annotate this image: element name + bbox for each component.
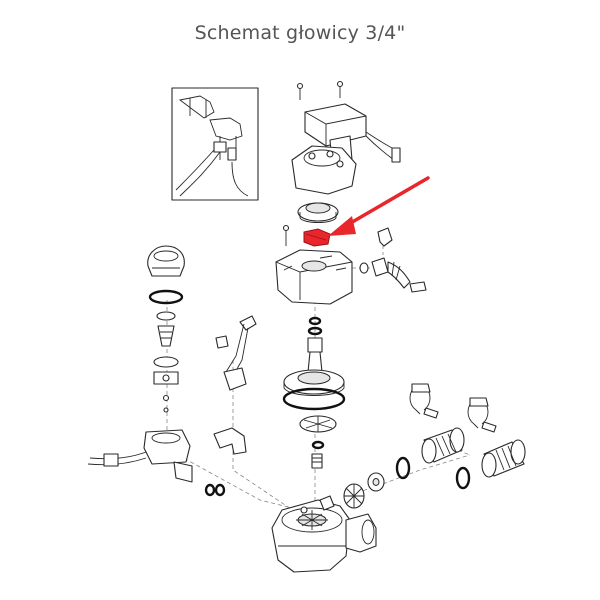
injector-body [143, 429, 193, 483]
highlighted-part [303, 228, 331, 247]
spacer-disk [299, 415, 337, 433]
small-o-ring [308, 316, 322, 326]
valve-body-upper [275, 249, 353, 305]
outlet-o-ring [455, 466, 471, 490]
mounting-bracket [213, 427, 247, 455]
injector-nozzle [153, 356, 179, 385]
retaining-wire [215, 315, 257, 391]
pointer-arrow [328, 176, 430, 236]
valve-body-main [271, 495, 377, 573]
gear-housing [291, 145, 357, 195]
piston-assembly [283, 337, 345, 396]
turbine-housing [367, 472, 385, 492]
drain-fitting [359, 257, 427, 293]
brine-tube [87, 451, 147, 467]
small-spring [311, 453, 323, 469]
bypass-o-rings [204, 483, 226, 497]
drive-gear [297, 202, 339, 223]
inset-detail-box [171, 87, 259, 201]
outlet-clip [467, 397, 497, 433]
injector-cap [147, 245, 185, 277]
spacer-o-ring [311, 440, 325, 450]
inlet-o-ring [395, 456, 411, 480]
diagram-title: Schemat głowicy 3/4" [194, 22, 406, 44]
turbine-impeller [343, 483, 365, 509]
injector-o-ring [148, 289, 184, 305]
outlet-adapter [481, 439, 526, 478]
piston-o-ring [282, 387, 346, 411]
inlet-adapter [421, 427, 465, 464]
locking-clip [377, 227, 393, 247]
small-o-ring-2 [307, 326, 323, 336]
screw [282, 224, 290, 246]
injector-small-parts [162, 394, 170, 413]
injector-screen [156, 311, 176, 347]
inlet-clip [409, 383, 439, 419]
